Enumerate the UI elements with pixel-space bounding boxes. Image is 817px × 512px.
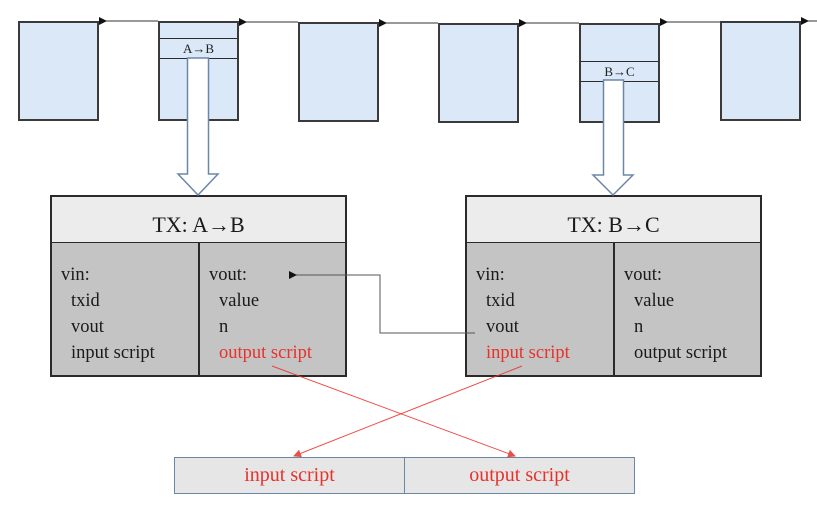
vin-vout: vout	[486, 317, 519, 337]
tx-a-b-title: TX: A→B	[52, 197, 345, 243]
tx-b-c-box: TX: B→C vin: txid vout input script vout…	[465, 195, 762, 377]
vout-output-script: output script	[634, 343, 728, 363]
vin-label: vin:	[476, 265, 505, 285]
block-tx-label: A→B	[182, 41, 215, 56]
tx-b-c-vout: vout: value n output script	[615, 242, 760, 375]
vout-value: value	[634, 291, 675, 311]
vout-label: vout:	[209, 265, 248, 285]
block-3[interactable]	[298, 22, 379, 122]
vin-txid: txid	[486, 291, 515, 311]
block-2[interactable]: A→B	[158, 21, 239, 121]
vout-n: n	[219, 317, 229, 337]
block-5[interactable]: B→C	[579, 23, 660, 123]
vin-input-script: input script	[71, 343, 155, 363]
combined-script-bar: input script output script	[174, 457, 635, 494]
vout-output-script-highlighted: output script	[219, 343, 313, 363]
vin-label: vin:	[61, 265, 90, 285]
combined-output-script: output script	[469, 464, 570, 486]
combined-input-script: input script	[175, 458, 405, 493]
tx-b-c-title: TX: B→C	[467, 197, 760, 243]
tx-column-divider	[198, 242, 200, 375]
block-6[interactable]	[720, 21, 801, 121]
vout-n: n	[634, 317, 644, 337]
vin-vout: vout	[71, 317, 104, 337]
tx-a-b-vout: vout: value n output script	[200, 242, 345, 375]
tx-column-divider	[613, 242, 615, 375]
vout-value: value	[219, 291, 260, 311]
tx-a-b-box: TX: A→B vin: txid vout input script vout…	[50, 195, 347, 377]
vin-txid: txid	[71, 291, 100, 311]
block-4[interactable]	[438, 23, 519, 123]
tx-b-c-vin: vin: txid vout input script	[467, 242, 613, 375]
block-1[interactable]	[18, 21, 99, 121]
block-tx-label: B→C	[604, 64, 635, 79]
vin-input-script-highlighted: input script	[486, 343, 570, 363]
tx-a-b-vin: vin: txid vout input script	[52, 242, 198, 375]
vout-label: vout:	[624, 265, 663, 285]
